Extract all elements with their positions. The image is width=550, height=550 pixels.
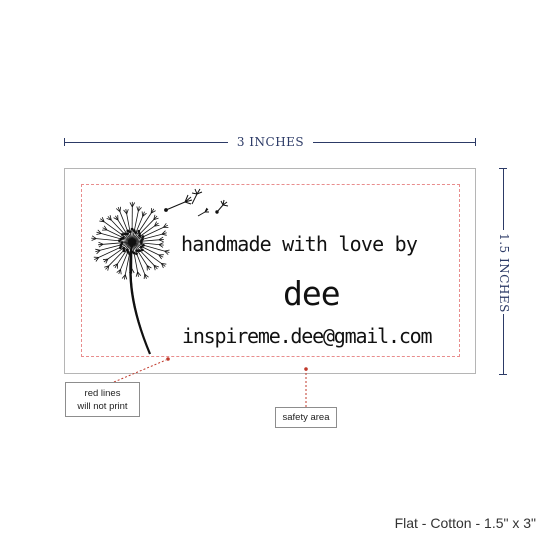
height-dimension-line-top [503,168,504,230]
width-dimension-tick-right [475,138,476,146]
label-name: dee [283,274,341,313]
width-dimension-line-right [313,142,476,143]
width-dimension-label: 3 INCHES [236,135,305,149]
height-dimension-line-bottom [503,314,504,375]
dandelion-icon [91,188,229,355]
height-dimension-tick-bottom [499,374,507,375]
safety-area-box [81,184,460,357]
height-dimension-label: 1.5 INCHES [497,233,511,313]
width-dimension-tick-left [64,138,65,146]
product-caption: Flat - Cotton - 1.5" x 3" [394,515,536,531]
red-lines-callout-line1: red lines [84,388,121,399]
label-email: inspireme.dee@gmail.com [182,324,433,348]
red-lines-callout: red lines will not print [65,382,140,417]
safety-area-callout: safety area [275,407,337,428]
label-tagline: handmade with love by [181,232,418,256]
red-lines-callout-line2: will not print [77,401,128,412]
width-dimension-line-left [64,142,228,143]
